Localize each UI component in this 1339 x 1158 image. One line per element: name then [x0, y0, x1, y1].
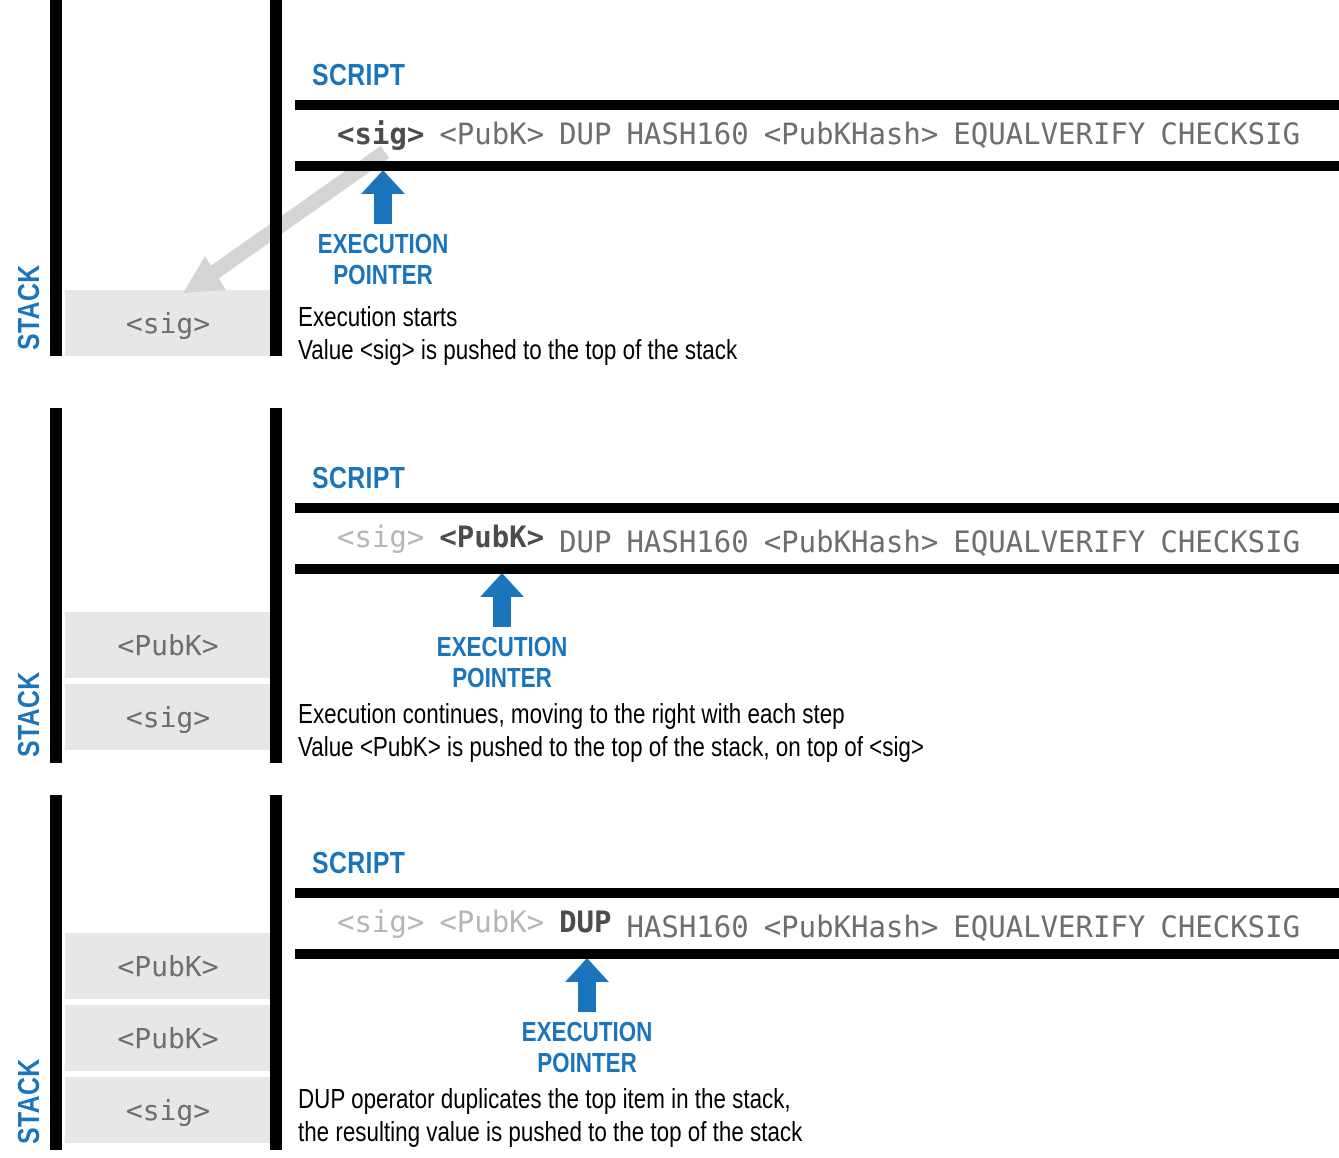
caption-line: Execution starts [298, 301, 458, 332]
execution-pointer-line2: POINTER [537, 1047, 637, 1078]
script-token-pending: HASH160 [626, 525, 749, 559]
stack-item: <PubK> [65, 612, 271, 678]
caption-line: DUP operator duplicates the top item in … [298, 1083, 791, 1114]
script-line: <sig> <PubK> DUP HASH160 <PubKHash> EQUALVERI… [337, 515, 1339, 559]
script-token-pending: HASH160 [626, 117, 749, 151]
script-line: <sig> <PubK> DUP HASH160 <PubKHash> EQUALVERI… [337, 900, 1339, 944]
caption: DUP operator duplicates the top item in … [298, 1082, 802, 1148]
execution-pointer-icon [361, 170, 405, 224]
script-token-pending: DUP [559, 525, 612, 559]
script-token-pending: DUP [559, 117, 612, 151]
stack-right-bar [270, 0, 282, 356]
stack-items: <PubK><PubK><sig> [65, 933, 271, 1149]
caption-line: Value <sig> is pushed to the top of the … [298, 334, 738, 365]
script-token-pending: EQUALVERIFY [953, 525, 1146, 559]
stack-item: <sig> [65, 290, 271, 356]
script-token-current: <sig> [337, 117, 425, 151]
execution-pointer-label: EXECUTION POINTER [406, 631, 598, 693]
stack-items: <PubK><sig> [65, 612, 271, 756]
caption-line: the resulting value is pushed to the top… [298, 1116, 803, 1147]
execution-pointer-label: EXECUTION POINTER [491, 1016, 683, 1078]
script-label: SCRIPT [312, 57, 406, 92]
stack-item: <sig> [65, 1077, 271, 1143]
script-token-executed: <sig> [337, 905, 425, 939]
script-bottom-rule [295, 564, 1339, 574]
script-line: <sig> <PubK> DUP HASH160 <PubKHash> EQUALVERI… [337, 112, 1339, 156]
stack-items: <sig> [65, 290, 271, 362]
stack-item: <PubK> [65, 1005, 271, 1071]
script-label: SCRIPT [312, 845, 406, 880]
caption-line: Execution continues, moving to the right… [298, 698, 845, 729]
stack-left-bar [50, 795, 62, 1150]
stack-right-bar [270, 408, 282, 763]
execution-pointer-line1: EXECUTION [436, 631, 568, 662]
script-token-pending: EQUALVERIFY [953, 910, 1146, 944]
script-token-executed: <PubK> [439, 905, 545, 939]
execution-pointer-icon [565, 958, 609, 1012]
script-token-pending: <PubK> [439, 117, 545, 151]
stack-left-bar [50, 0, 62, 356]
script-token-pending: CHECKSIG [1160, 117, 1301, 151]
script-top-rule [295, 888, 1339, 898]
script-token-pending: CHECKSIG [1160, 525, 1301, 559]
execution-pointer-line1: EXECUTION [521, 1016, 653, 1047]
stack-item: <sig> [65, 684, 271, 750]
script-top-rule [295, 503, 1339, 513]
script-token-current: DUP [559, 905, 612, 939]
script-token-pending: <PubKHash> [763, 117, 939, 151]
script-label: SCRIPT [312, 460, 406, 495]
execution-pointer-line2: POINTER [452, 662, 552, 693]
script-bottom-rule [295, 949, 1339, 959]
caption: Execution continues, moving to the right… [298, 697, 924, 763]
script-bottom-rule [295, 161, 1339, 171]
script-token-pending: <PubKHash> [763, 910, 939, 944]
script-token-pending: HASH160 [626, 910, 749, 944]
stack-right-bar [270, 795, 282, 1150]
script-token-executed: <sig> [337, 520, 425, 554]
stack-left-bar [50, 408, 62, 763]
caption-line: Value <PubK> is pushed to the top of the… [298, 731, 924, 762]
stack-label: STACK [11, 1058, 46, 1144]
script-token-pending: EQUALVERIFY [953, 117, 1146, 151]
script-token-pending: CHECKSIG [1160, 910, 1301, 944]
script-token-current: <PubK> [439, 520, 545, 554]
stack-item: <PubK> [65, 933, 271, 999]
script-top-rule [295, 100, 1339, 110]
execution-pointer-icon [480, 573, 524, 627]
script-token-pending: <PubKHash> [763, 525, 939, 559]
